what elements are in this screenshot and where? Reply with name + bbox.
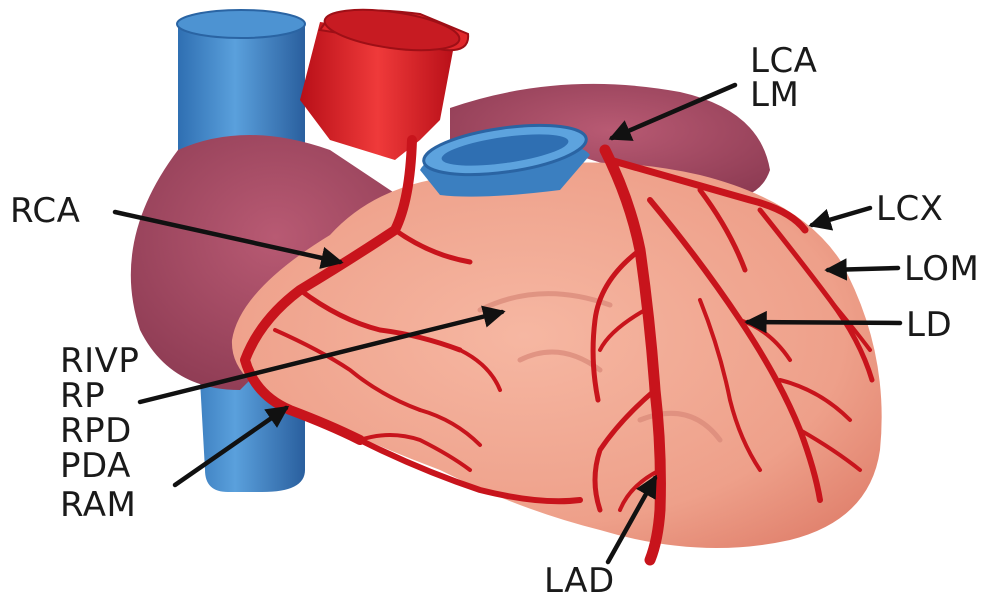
pulmonary-trunk [420, 117, 590, 197]
lcx-arrow [812, 208, 870, 225]
aorta [300, 3, 468, 160]
label-ram: RAM [60, 485, 136, 525]
label-rivp: RIVP [60, 341, 139, 381]
label-rpd: RPD [60, 411, 132, 451]
label-lom: LOM [904, 249, 979, 289]
lom-arrow [828, 268, 898, 270]
label-pda: PDA [60, 446, 131, 486]
label-lcx: LCX [876, 189, 943, 229]
label-rca: RCA [10, 191, 80, 231]
label-rp: RP [60, 376, 105, 416]
label-ld: LD [906, 305, 952, 345]
label-lm: LM [750, 75, 799, 115]
label-lad: LAD [544, 561, 615, 600]
ld-arrow [748, 322, 900, 323]
